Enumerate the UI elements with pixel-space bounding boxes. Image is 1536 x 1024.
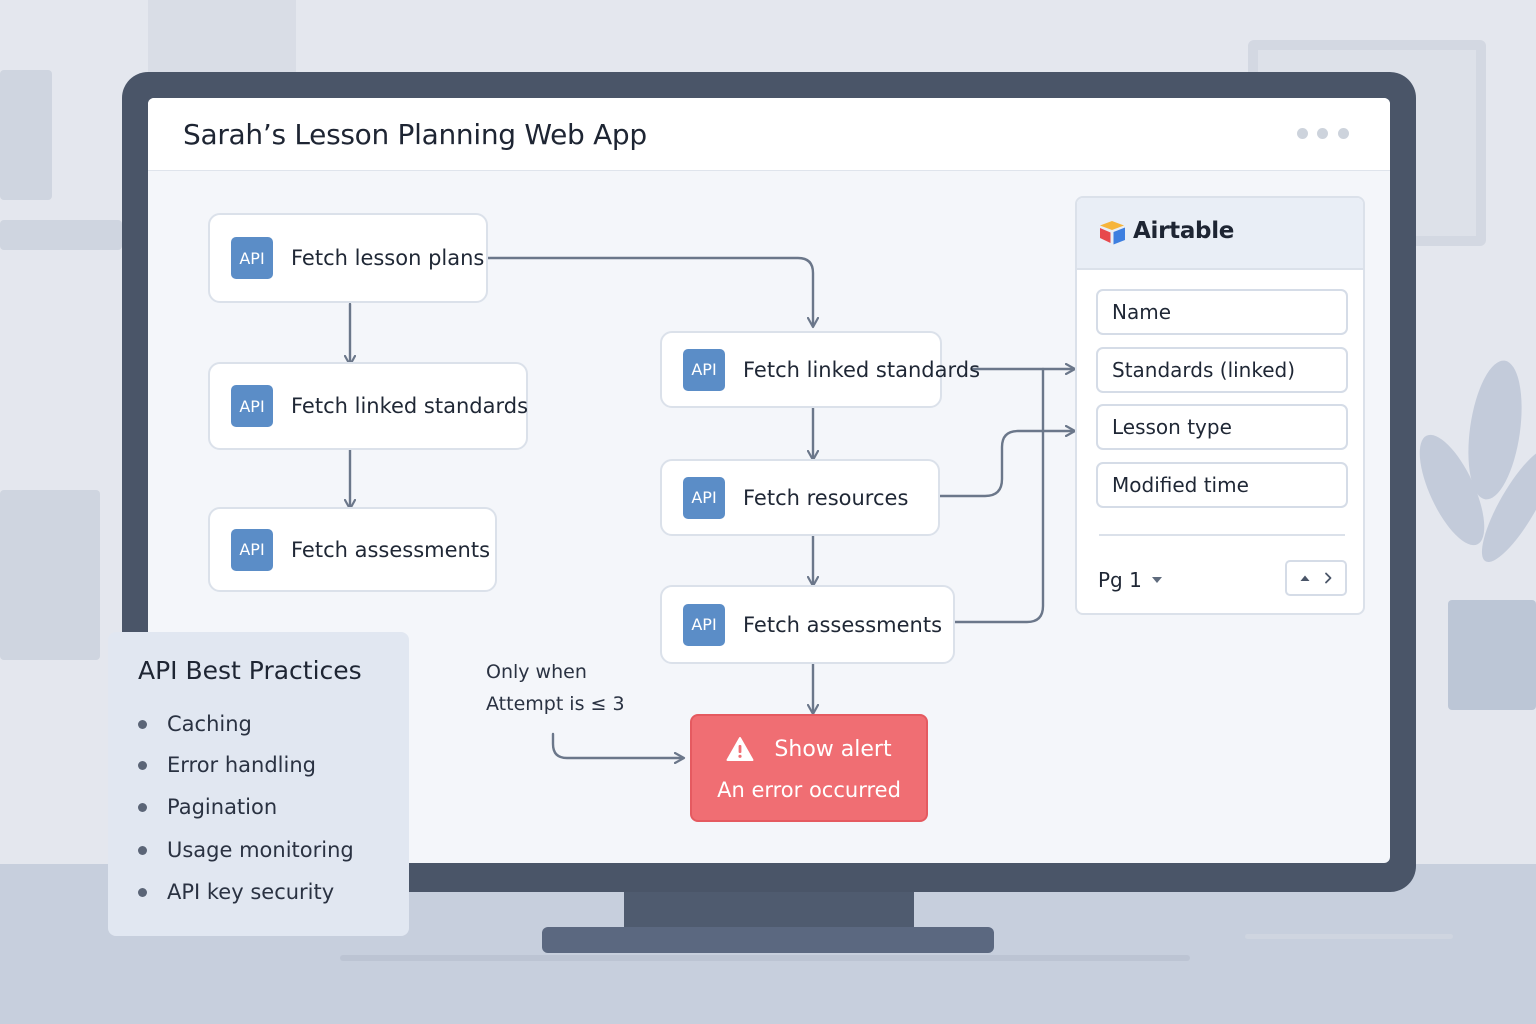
- bullet-icon: [138, 760, 147, 770]
- node-label: Fetch resources: [743, 485, 909, 510]
- plant-pot: [1448, 600, 1536, 710]
- node-fetch-lesson-plans[interactable]: API Fetch lesson plans: [208, 213, 488, 303]
- api-badge: API: [231, 528, 273, 571]
- node-fetch-assessments[interactable]: API Fetch assessments: [208, 507, 497, 592]
- app-title: Sarah’s Lesson Planning Web App: [183, 118, 647, 151]
- api-badge: API: [683, 603, 725, 646]
- node-label: Fetch assessments: [291, 537, 491, 562]
- practice-label: API key security: [167, 880, 335, 904]
- field-label: Standards (linked): [1112, 358, 1296, 382]
- alert-box[interactable]: Show alert An error occurred: [690, 714, 928, 822]
- page-select[interactable]: Pg 1: [1098, 568, 1162, 592]
- bullet-icon: [138, 845, 147, 855]
- practice-label: Error handling: [167, 753, 316, 777]
- bullet-icon: [138, 802, 147, 812]
- practice-item: Pagination: [138, 795, 277, 819]
- pager-buttons[interactable]: [1285, 560, 1347, 596]
- practice-label: Pagination: [167, 795, 278, 819]
- field-name[interactable]: Name: [1096, 289, 1348, 335]
- alert-title: Show alert: [774, 736, 892, 762]
- field-label: Modified time: [1112, 473, 1249, 497]
- shelf-block: [0, 70, 52, 200]
- practice-item: Usage monitoring: [138, 838, 354, 862]
- api-badge: API: [683, 476, 725, 519]
- field-label: Name: [1112, 300, 1172, 324]
- node-label: Fetch lesson plans: [291, 246, 485, 270]
- wall-decor: [148, 0, 296, 72]
- node-fetch-linked-standards-right[interactable]: API Fetch linked standards: [660, 331, 980, 408]
- condition-note: Only when Attempt is ≤ 3: [486, 656, 625, 720]
- page-label: Pg 1: [1098, 568, 1142, 592]
- shelf: [0, 220, 122, 250]
- condition-line: Only when: [486, 661, 587, 683]
- alert-title-row: Show alert: [692, 736, 926, 762]
- window-dot-icon[interactable]: [1297, 128, 1308, 139]
- node-label: Fetch linked standards: [743, 357, 981, 382]
- field-standards-linked[interactable]: Standards (linked): [1096, 347, 1348, 393]
- node-fetch-linked-standards[interactable]: API Fetch linked standards: [208, 362, 528, 450]
- best-practices-card: API Best Practices Caching Error handlin…: [108, 632, 409, 936]
- stand-shadow: [340, 955, 1190, 961]
- practices-title: API Best Practices: [138, 656, 362, 685]
- app-header: Sarah’s Lesson Planning Web App: [148, 98, 1390, 171]
- airtable-header: Airtable: [1077, 198, 1363, 270]
- warning-icon: [726, 737, 754, 761]
- condition-line: Attempt is ≤ 3: [486, 693, 625, 715]
- field-label: Lesson type: [1112, 415, 1232, 439]
- api-badge: API: [683, 348, 725, 391]
- node-label: Fetch linked standards: [291, 394, 529, 418]
- connector-cross: [486, 256, 813, 326]
- api-badge: API: [231, 237, 273, 279]
- shelf-books: [0, 490, 100, 660]
- practice-item: API key security: [138, 880, 334, 904]
- monitor-stand-base: [542, 927, 994, 953]
- practice-label: Usage monitoring: [167, 838, 354, 862]
- divider: [1099, 534, 1345, 536]
- practice-item: Error handling: [138, 753, 316, 777]
- connector-assessments-airtable: [953, 367, 1045, 624]
- chevron-up-icon[interactable]: [1299, 573, 1311, 583]
- practice-item: Caching: [138, 712, 252, 736]
- window-dot-icon[interactable]: [1317, 128, 1328, 139]
- alert-message: An error occurred: [717, 778, 901, 802]
- airtable-panel: Airtable Name Standards (linked) Lesson …: [1075, 196, 1365, 615]
- field-modified-time[interactable]: Modified time: [1096, 462, 1348, 508]
- practice-label: Caching: [167, 712, 252, 736]
- desk-shadow: [1245, 934, 1453, 939]
- airtable-logo-icon: [1100, 221, 1125, 245]
- node-fetch-resources[interactable]: API Fetch resources: [660, 459, 940, 536]
- node-fetch-assessments-right[interactable]: API Fetch assessments: [660, 585, 955, 664]
- caret-down-icon: [1151, 577, 1162, 583]
- connector-condition: [551, 732, 683, 758]
- chevron-right-icon[interactable]: [1323, 572, 1333, 584]
- field-lesson-type[interactable]: Lesson type: [1096, 404, 1348, 450]
- bullet-icon: [138, 887, 147, 897]
- airtable-name: Airtable: [1133, 218, 1235, 244]
- api-badge: API: [231, 385, 273, 427]
- connector-resources-airtable: [938, 431, 1074, 498]
- window-dot-icon[interactable]: [1338, 128, 1349, 139]
- node-label: Fetch assessments: [743, 612, 943, 637]
- bullet-icon: [138, 719, 147, 729]
